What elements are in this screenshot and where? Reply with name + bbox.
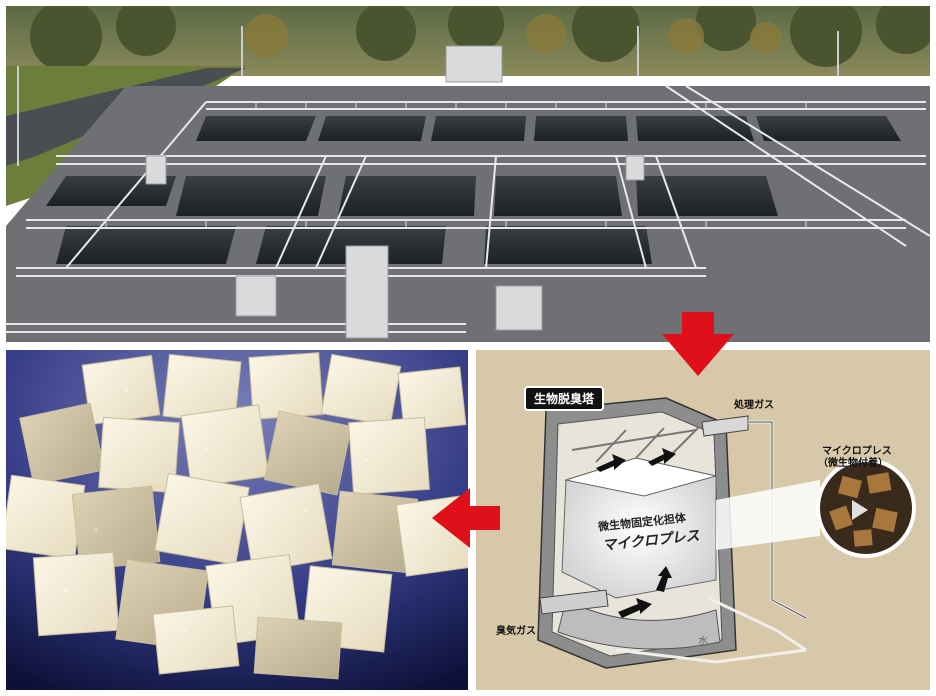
foam-cubes-illustration (6, 350, 468, 690)
odor-gas-label: 臭気ガス (496, 626, 536, 637)
micro-press-sub-label: （微生物付着） (818, 458, 888, 469)
treatment-plant-photo (6, 6, 930, 342)
treatment-plant-illustration (6, 6, 930, 342)
treated-gas-label: 処理ガス (734, 400, 774, 411)
foam-cubes-photo (6, 350, 468, 690)
deodorization-tower-diagram: 生物脱臭塔 処理ガス マイクロプレス （微生物付着） 微生物固定化担体 マイクロ… (476, 350, 930, 690)
water-label: 水 (698, 636, 708, 647)
tower-cutaway-illustration (537, 397, 916, 669)
tower-title-label: 生物脱臭塔 (524, 386, 605, 411)
micro-press-label: マイクロプレス (822, 446, 892, 457)
